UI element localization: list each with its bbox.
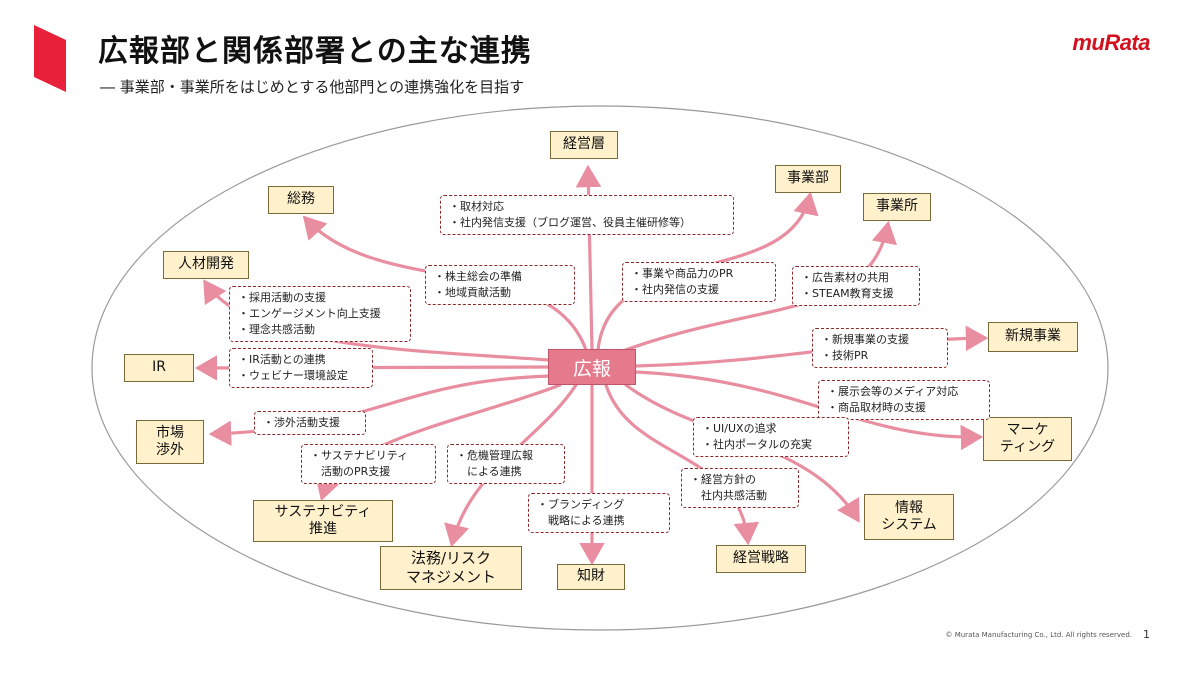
node-jigyoubu: 事業部 <box>775 165 841 193</box>
node-marketing: マーケ ティング <box>983 417 1072 461</box>
node-chizai: 知財 <box>557 564 625 590</box>
center-kouhou: 広報 <box>548 349 636 385</box>
node-jigyousho: 事業所 <box>863 193 931 221</box>
note-chizai: ・ブランディング 戦略による連携 <box>528 493 670 533</box>
note-shinki: ・新規事業の支援・技術PR <box>812 328 948 368</box>
node-ir: IR <box>124 354 194 382</box>
node-jinzai: 人材開発 <box>163 251 249 279</box>
note-keieisou: ・取材対応・社内発信支援（ブログ運営、役員主催研修等） <box>440 195 734 235</box>
note-shijou: ・渉外活動支援 <box>254 411 366 435</box>
node-sustain: サステナビティ 推進 <box>253 500 393 542</box>
note-marketing: ・展示会等のメディア対応・商品取材時の支援 <box>818 380 990 420</box>
note-keiei-senryaku: ・経営方針の 社内共感活動 <box>681 468 799 508</box>
note-houmu: ・危機管理広報 による連携 <box>447 444 565 484</box>
page-subtitle: ― 事業部・事業所をはじめとする他部門との連携強化を目指す <box>100 78 525 96</box>
page-title: 広報部と関係部署との主な連携 <box>98 34 532 69</box>
node-keieisou: 経営層 <box>550 131 618 159</box>
node-soumu: 総務 <box>268 186 334 214</box>
note-joho: ・UI/UXの追求・社内ポータルの充実 <box>693 417 849 457</box>
murata-logo: muRata <box>1072 30 1150 55</box>
page-number: 1 <box>1143 628 1150 641</box>
note-soumu: ・株主総会の準備・地域貢献活動 <box>425 265 575 305</box>
note-jinzai: ・採用活動の支援・エンゲージメント向上支援・理念共感活動 <box>229 286 411 342</box>
boundary-ellipse <box>91 105 1109 631</box>
node-keiei-senryaku: 経営戦略 <box>716 545 806 573</box>
node-shijou: 市場 渉外 <box>136 420 204 464</box>
copyright-text: © Murata Manufacturing Co., Ltd. All rig… <box>945 631 1132 639</box>
node-shinki: 新規事業 <box>988 322 1078 352</box>
note-sustain: ・サステナビリティ 活動のPR支援 <box>301 444 436 484</box>
note-ir: ・IR活動との連携・ウェビナー環境設定 <box>229 348 373 388</box>
note-jigyousho: ・広告素材の共用・STEAM教育支援 <box>792 266 920 306</box>
node-houmu: 法務/リスク マネジメント <box>380 546 522 590</box>
arrow-to-keiei-senryaku <box>604 383 760 546</box>
node-joho: 情報 システム <box>864 494 954 540</box>
corner-accent <box>34 25 66 92</box>
note-jigyoubu: ・事業や商品力のPR・社内発信の支援 <box>622 262 776 302</box>
